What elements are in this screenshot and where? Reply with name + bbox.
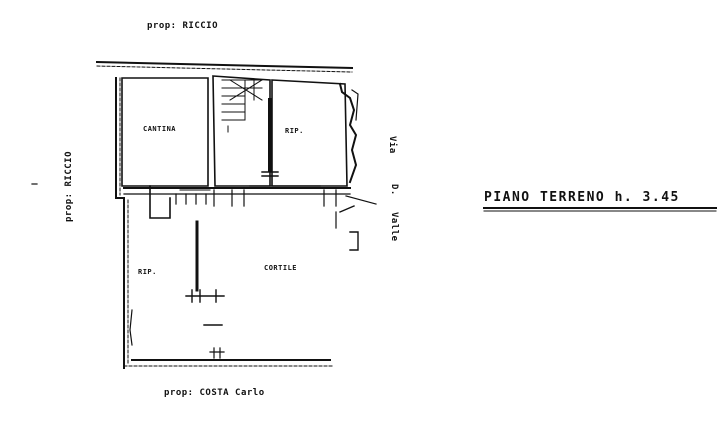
owner-left-label: prop: RICCIO [64, 150, 74, 222]
room-label-rip-bottom: RIP. [138, 268, 157, 276]
room-label-cantina: CANTINA [143, 125, 177, 133]
room-label-cortile: CORTILE [264, 264, 298, 272]
street-via-label: Via [387, 136, 397, 154]
street-d-label: D. [389, 184, 399, 196]
owner-top-label: prop: RICCIO [147, 21, 219, 31]
street-valle-label: Valle [389, 212, 399, 242]
courtyard-right-edge [339, 205, 359, 251]
staircase [221, 79, 263, 133]
cantina-room [121, 77, 209, 187]
owner-bottom-label: prop: COSTA Carlo [164, 388, 265, 398]
room-label-rip-top: RIP. [285, 127, 304, 135]
floor-caption: PIANO TERRENO h. 3.45 [484, 190, 680, 205]
top-wall [95, 60, 354, 70]
rip-top-room [271, 79, 348, 187]
left-outer-wall [115, 77, 125, 369]
